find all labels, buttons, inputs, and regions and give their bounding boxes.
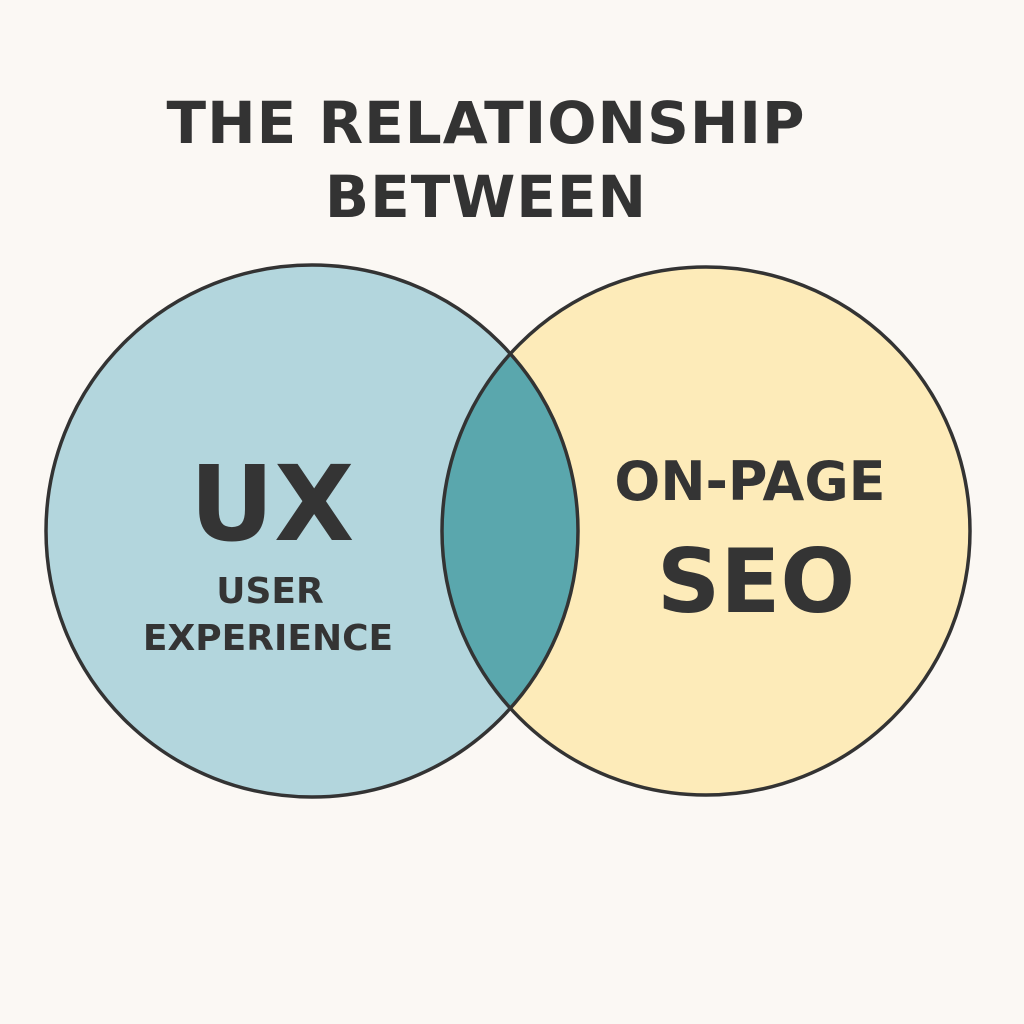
ux-abbreviation: UX bbox=[190, 443, 355, 565]
ux-circle bbox=[46, 265, 578, 797]
seo-circle bbox=[442, 267, 970, 795]
seo-circle-outline bbox=[440, 265, 972, 797]
title-line-1: THE RELATIONSHIP bbox=[166, 89, 806, 157]
ux-circle-outline bbox=[44, 263, 580, 799]
seo-label-line-1: ON-PAGE bbox=[614, 450, 885, 513]
diagram-title: THE RELATIONSHIP BETWEEN bbox=[0, 86, 972, 234]
ux-subtitle-line-2: EXPERIENCE bbox=[143, 618, 393, 659]
ux-subtitle-line-1: USER bbox=[216, 571, 323, 612]
seo-label-line-2: SEO bbox=[657, 530, 855, 633]
title-line-2: BETWEEN bbox=[324, 163, 648, 231]
